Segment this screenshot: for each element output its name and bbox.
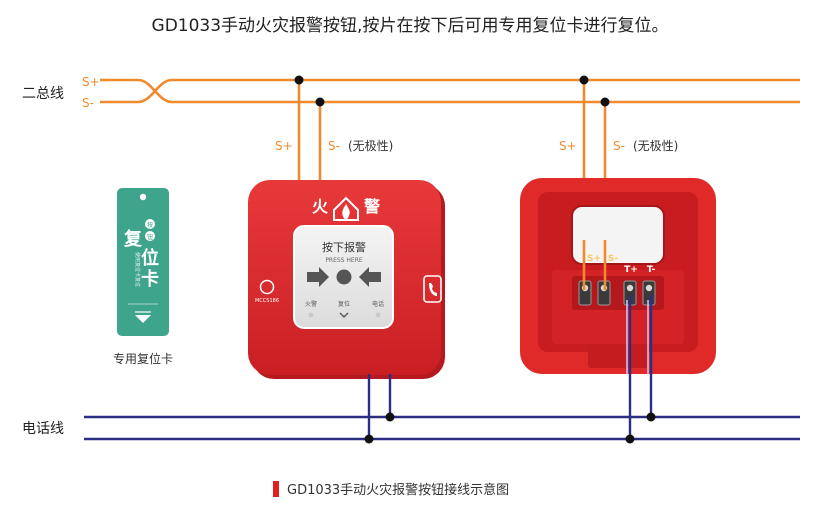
reset-card-label: 专用复位卡 <box>113 351 173 366</box>
junction-dot <box>315 97 325 107</box>
reset-card-badge-text: 钮 <box>147 233 153 241</box>
junction-dot <box>646 412 656 422</box>
left-tap-s-minus: S- <box>328 139 340 153</box>
reset-card-badge <box>145 219 155 229</box>
reset-card-small-text: 使用复位卡复位 <box>134 252 141 287</box>
junction-dot <box>600 97 610 107</box>
left-device-bus-drops <box>297 80 322 190</box>
phone-lines <box>84 374 800 441</box>
reset-card-char: 卡 <box>141 268 159 290</box>
phone-jack[interactable] <box>423 275 442 303</box>
terminal-block <box>572 276 664 310</box>
reset-card-char: 位 <box>141 247 159 269</box>
left-arrow-icon <box>359 267 381 287</box>
bus-s-plus-line <box>100 78 800 104</box>
base-phone-drops <box>626 295 653 439</box>
junction-dot <box>364 434 374 444</box>
house-fire-icon <box>333 196 359 221</box>
press-point-icon <box>336 269 352 285</box>
diagram-caption: GD1033手动火灾报警按钮接线示意图 <box>287 482 509 498</box>
phone-icon <box>429 283 437 296</box>
brand-right-char: 警 <box>363 197 380 216</box>
terminal-label-s-minus: S- <box>608 254 618 264</box>
terminal-label-t-minus: T- <box>647 265 656 275</box>
base-cutout <box>571 205 665 265</box>
chevron-down-icon <box>339 312 349 318</box>
diagram-title: GD1033手动火灾报警按钮,按片在按下后可用专用复位卡进行复位。 <box>152 16 669 36</box>
press-label-en: PRESS HERE <box>325 257 363 264</box>
press-label: 按下报警 <box>322 240 366 254</box>
bus-s-plus-label: S+ <box>82 75 100 89</box>
bus-lines <box>100 78 800 104</box>
right-tap-s-minus: S- <box>613 139 625 153</box>
junction-dot <box>579 75 589 85</box>
certification-text: MCCS186 <box>255 298 279 304</box>
phone-line-label: 电话线 <box>22 421 64 437</box>
indicator-fire-label: 火警 <box>305 300 317 308</box>
bus-s-minus-label: S- <box>82 96 94 110</box>
base-bus-wires <box>582 240 607 290</box>
reset-card-badge <box>145 231 155 241</box>
reset-card-arrow-icon <box>135 315 151 323</box>
certification-icon <box>259 279 275 295</box>
base-foot <box>588 344 648 368</box>
reset-card-body <box>117 188 169 336</box>
right-tap-s-plus: S+ <box>559 139 577 153</box>
reset-card-char: 复 <box>123 228 143 250</box>
right-tap-non-polar: (无极性) <box>633 139 678 153</box>
indicator-fire-led <box>308 312 314 318</box>
brand-left-char: 火 <box>312 197 329 216</box>
reset-card-badge-text: 按 <box>147 221 153 229</box>
indicator-phone-led <box>375 312 381 318</box>
bus-label: 二总线 <box>22 86 64 102</box>
junction-dot <box>625 434 635 444</box>
reset-card-hole <box>139 193 147 201</box>
terminal-label-t-plus: T+ <box>624 265 638 275</box>
reset-card: 复 按 钮 位 卡 使用复位卡复位 <box>117 188 169 336</box>
junction-dot <box>294 75 304 85</box>
left-tap-non-polar: (无极性) <box>348 139 393 153</box>
manual-call-point: 火 警 按下报警 PRESS HERE 火警 复位 电话 MCCS186 <box>248 180 445 379</box>
bus-s-minus-line <box>100 78 800 104</box>
caption-marker <box>273 481 279 497</box>
junction-dot <box>385 412 395 422</box>
right-arrow-icon <box>307 267 329 287</box>
left-tap-s-plus: S+ <box>275 139 293 153</box>
mounting-base: S+ S- T+ T- <box>520 178 716 374</box>
terminal-label-s-plus: S+ <box>587 254 601 264</box>
indicator-reset-label: 复位 <box>338 300 350 308</box>
indicator-phone-label: 电话 <box>372 300 384 308</box>
